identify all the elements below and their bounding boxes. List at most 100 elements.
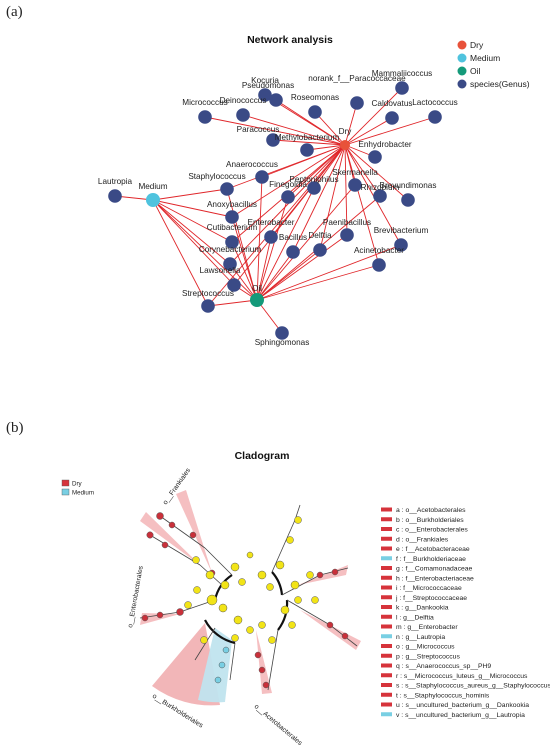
edge-dry-lawsonella — [233, 144, 346, 286]
edge-dry-roseomonas — [314, 111, 346, 146]
taxa-legend-label-m: m : g__Enterobacter — [396, 624, 458, 631]
edge-oil-acinetobacter — [256, 264, 380, 301]
taxa-legend-label-r: r : s__Micrococcus_luteus_g__Micrococcus — [396, 673, 528, 680]
genus-node-deinococcus — [236, 108, 250, 122]
legend-oil-label: Oil — [470, 66, 481, 76]
genus-label-cutibacterium: Cutibacterium — [207, 223, 258, 232]
hub-label-dry: Dry — [339, 127, 353, 136]
genus-label-delftia: Delftia — [308, 231, 332, 240]
taxa-legend-swatch-b — [381, 517, 392, 522]
edge-medium-staphylococcus — [152, 188, 228, 201]
genus-node-anoxybacillus — [225, 210, 239, 224]
genus-node-paracoccus — [266, 133, 280, 147]
taxa-legend-swatch-a — [381, 507, 392, 512]
taxa-legend-label-q: q : s__Anaerococcus_sp__PH9 — [396, 663, 491, 670]
edge-oil-enterobacter — [256, 236, 272, 301]
edge-dry-staphylococcus — [226, 144, 346, 190]
panel-a-label: (a) — [6, 4, 23, 20]
legend-oil-dot — [457, 66, 467, 76]
edge-oil-paenibacillus — [256, 234, 348, 301]
taxa-legend-swatch-i — [381, 585, 392, 590]
taxa-legend-label-u: u : s__uncultured_bacterium_g__Dankookia — [396, 702, 529, 709]
genus-label-corynebacterium: Corynebacterium — [199, 245, 262, 254]
genus-label-lawsonella: Lawsonella — [200, 266, 241, 275]
genus-node-acinetobacter — [372, 258, 386, 272]
genus-node-skermanella — [348, 178, 362, 192]
genus-label-anoxybacillus: Anoxybacillus — [207, 200, 257, 209]
network-title: Network analysis — [247, 34, 333, 46]
group-legend: Dry Medium — [61, 479, 94, 497]
genus-label-roseomonas: Roseomonas — [291, 93, 339, 102]
genus-label-caldovatus: Caldovatus — [372, 99, 413, 108]
legend-species-dot — [457, 79, 467, 89]
clade-enterobacterales-wedge — [140, 613, 180, 625]
group-legend-dry-label: Dry — [72, 481, 83, 488]
clade-burkholderiales-inner — [198, 628, 232, 703]
edge-dry-pseudomonas — [275, 99, 346, 146]
legend-dry-label: Dry — [470, 40, 484, 50]
hub-label-medium: Medium — [138, 182, 167, 191]
genus-node-caldovatus — [385, 111, 399, 125]
genus-node-lawsonella — [227, 278, 241, 292]
edge-medium-cutibacterium — [152, 199, 233, 243]
edge-oil-peptoniphilus — [256, 187, 315, 301]
genus-label-skermanella: Skermanella — [332, 168, 378, 177]
genus-label-streptococcus: Streptococcus — [182, 289, 234, 298]
genus-node-paenibacillus — [340, 228, 354, 242]
genus-label-paenibacillus: Paenibacillus — [323, 218, 371, 227]
genus-label-deinococcus: Deinococcus — [220, 96, 267, 105]
genus-node-enterobacter — [264, 230, 278, 244]
taxa-legend-swatch-u — [381, 702, 392, 707]
genus-label-anaerococcus: Anaerococcus — [226, 160, 278, 169]
taxa-legend-label-g: g : f__Comamonadaceae — [396, 566, 473, 573]
edge-medium-lawsonella — [152, 199, 235, 286]
hub-label-oil: Oil — [252, 284, 262, 293]
taxa-legend-label-d: d : o__Frankiales — [396, 536, 449, 543]
edge-dry-micrococcus — [204, 116, 346, 146]
genus-label-brevibacterium: Brevibacterium — [374, 226, 429, 235]
genus-label-enterobacter: Enterobacter — [248, 218, 295, 227]
genus-node-finegoldia — [281, 190, 295, 204]
genus-node-corynebacterium — [223, 257, 237, 271]
edge-dry-brevundimonas — [344, 144, 409, 201]
genus-node-lautropia — [108, 189, 122, 203]
taxa-legend-swatch-f — [381, 556, 392, 561]
network-nodes: KocuriaMammaliicoccusnorank_f__Paracocca… — [98, 69, 458, 347]
taxa-legend-label-b: b : o__Burkholderiales — [396, 517, 464, 524]
taxa-legend-swatch-g — [381, 566, 392, 570]
edge-oil-skermanella — [256, 184, 356, 301]
genus-label-brevundimonas: Brevundimonas — [380, 181, 437, 190]
taxa-legend-swatch-m — [381, 624, 392, 629]
taxa-legend-swatch-h — [381, 575, 392, 580]
taxa-legend-swatch-s — [381, 683, 392, 687]
taxa-legend-label-j: j : f__Streptococcaceae — [395, 595, 467, 602]
network-legend: Dry Medium Oil species(Genus) — [457, 40, 530, 89]
genus-label-paracoccus: Paracoccus — [237, 125, 280, 134]
group-legend-medium-label: Medium — [72, 490, 94, 497]
taxa-legend-swatch-e — [381, 546, 392, 551]
genus-node-rhizobium — [373, 189, 387, 203]
clade-acetobacterales-wedge — [256, 630, 272, 694]
taxa-legend-swatch-t — [381, 692, 392, 697]
genus-node-brevundimonas — [401, 193, 415, 207]
genus-node-staphylococcus — [220, 182, 234, 196]
panel-b-label: (b) — [6, 420, 24, 436]
taxa-legend-swatch-q — [381, 663, 392, 668]
edge-dry-bacillus — [292, 144, 346, 253]
genus-label-staphylococcus: Staphylococcus — [188, 172, 245, 181]
legend-medium-dot — [457, 53, 467, 63]
network-edges — [114, 87, 436, 334]
edge-oil-anaerococcus — [256, 176, 263, 301]
taxa-legend-label-f: f : f__Burkholderiaceae — [396, 556, 466, 563]
edge-medium-streptococcus — [152, 199, 209, 307]
edge-dry-brevibacterium — [344, 144, 402, 246]
taxa-legend-label-l: l : g__Delftia — [396, 614, 434, 621]
genus-node-cutibacterium — [225, 235, 239, 249]
taxa-legend-swatch-j — [381, 595, 392, 600]
genus-label-enhydrobacter: Enhydrobacter — [358, 140, 412, 149]
genus-node-anaerococcus — [255, 170, 269, 184]
genus-node-streptococcus — [201, 299, 215, 313]
clade-label-acetobacterales: o__Acetobacterales — [253, 703, 304, 746]
genus-label-kocuria: Kocuria — [251, 76, 279, 85]
genus-label-acinetobacter: Acinetobacter — [354, 246, 404, 255]
